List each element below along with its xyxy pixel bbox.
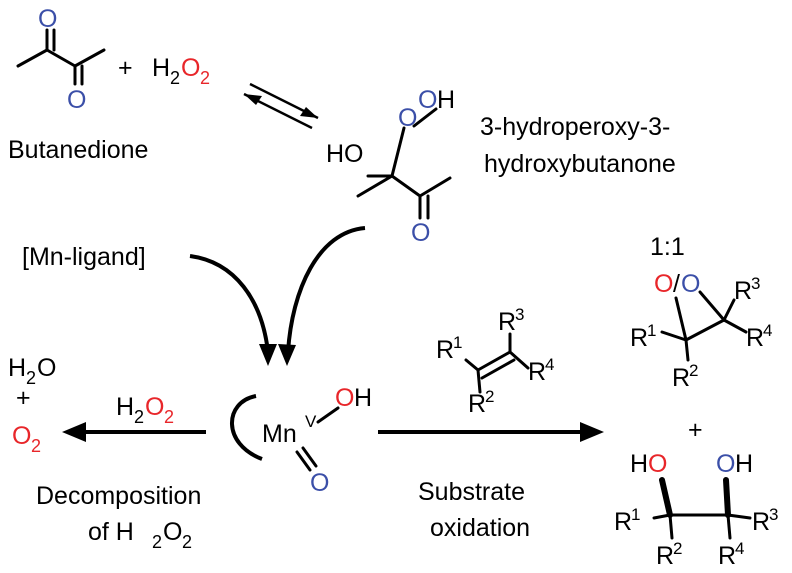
svg-text:2: 2 — [170, 68, 180, 88]
atom-o: O — [418, 86, 437, 114]
svg-text:H: H — [116, 393, 134, 421]
svg-text:O: O — [163, 518, 182, 546]
curved-arrow-from-ligand — [189, 254, 277, 366]
atom-o: O — [398, 104, 417, 132]
mn-oxo-complex: Mn V O H O — [230, 384, 372, 497]
svg-text:2: 2 — [134, 407, 144, 427]
svg-text:R: R — [672, 364, 690, 392]
svg-text:of H: of H — [88, 518, 134, 546]
svg-text:O: O — [681, 270, 700, 298]
epoxide-product: O / O R 3 R 4 R 1 R 2 — [630, 270, 772, 392]
svg-text:2: 2 — [200, 68, 210, 88]
h2o2-over-arrow: H 2 O 2 — [116, 393, 174, 427]
svg-text:H: H — [630, 450, 648, 478]
svg-text:+: + — [16, 384, 31, 412]
svg-text:/: / — [673, 270, 680, 298]
svg-text:4: 4 — [545, 355, 554, 374]
svg-text:2: 2 — [182, 532, 192, 552]
svg-text:1: 1 — [647, 321, 656, 340]
svg-text:3: 3 — [769, 505, 778, 524]
svg-text:2: 2 — [164, 407, 174, 427]
intermediate-name-line2: hydroxybutanone — [484, 150, 676, 178]
atom-o: O — [67, 86, 86, 114]
plus-sign: + — [118, 54, 133, 82]
svg-text:R: R — [630, 324, 648, 352]
curved-arrow-from-intermediate — [278, 226, 366, 366]
svg-text:1: 1 — [631, 505, 640, 524]
svg-text:R: R — [734, 277, 752, 305]
svg-text:4: 4 — [735, 539, 744, 558]
svg-text:2: 2 — [673, 539, 682, 558]
svg-text:H: H — [152, 54, 170, 82]
h2o2-reagent: H 2 O 2 — [152, 54, 210, 88]
products-plus: + — [688, 416, 703, 444]
svg-text:O: O — [12, 422, 31, 450]
butanedione-label: Butanedione — [8, 136, 148, 164]
svg-text:R: R — [752, 508, 770, 536]
decomposition-label-line1: Decomposition — [36, 482, 201, 510]
svg-text:2: 2 — [26, 368, 36, 388]
equilibrium-arrows — [243, 82, 319, 130]
diol-product: H O O H R 1 R 3 R 2 R 4 — [614, 450, 778, 570]
svg-text:R: R — [746, 324, 764, 352]
svg-text:H: H — [735, 450, 753, 478]
svg-text:R: R — [468, 390, 486, 418]
svg-text:2: 2 — [689, 361, 698, 380]
mn-ligand-label: [Mn-ligand] — [22, 243, 146, 271]
svg-text:O: O — [37, 354, 56, 382]
ratio-label: 1:1 — [650, 233, 685, 261]
svg-text:O: O — [181, 54, 200, 82]
svg-text:3: 3 — [515, 305, 524, 324]
svg-text:O: O — [145, 393, 164, 421]
oxidation-state: V — [305, 412, 317, 431]
hydroperoxy-intermediate: O O H HO O — [326, 86, 455, 247]
svg-text:R: R — [528, 358, 546, 386]
substrate-label-line1: Substrate — [418, 478, 525, 506]
atom-o: O — [310, 469, 329, 497]
decomposition-arrow — [62, 422, 206, 442]
svg-text:1: 1 — [453, 333, 462, 352]
atom-mn: Mn — [262, 420, 297, 448]
butanedione-structure: O O — [16, 5, 106, 114]
atom-ho: HO — [326, 140, 364, 168]
svg-text:O: O — [654, 270, 673, 298]
atom-o: O — [335, 384, 354, 412]
svg-text:R: R — [614, 508, 632, 536]
intermediate-name-line1: 3-hydroperoxy-3- — [480, 113, 670, 141]
svg-text:O: O — [716, 450, 735, 478]
alkene-substrate: R 1 R 3 R 4 R 2 — [436, 305, 554, 418]
atom-h: H — [437, 86, 455, 114]
atom-o: O — [411, 219, 430, 247]
svg-text:R: R — [436, 336, 454, 364]
svg-text:R: R — [718, 542, 736, 570]
atom-h: H — [354, 384, 372, 412]
atom-o: O — [38, 5, 57, 33]
svg-text:2: 2 — [152, 532, 162, 552]
svg-text:R: R — [498, 308, 516, 336]
svg-text:2: 2 — [485, 387, 494, 406]
oxidation-arrow — [378, 422, 604, 442]
svg-text:4: 4 — [763, 321, 772, 340]
decomposition-products: H 2 O + O 2 — [8, 354, 56, 456]
svg-text:3: 3 — [751, 274, 760, 293]
svg-text:O: O — [648, 450, 667, 478]
decomposition-label-line2: of H 2 O 2 — [88, 518, 192, 552]
svg-text:H: H — [8, 354, 26, 382]
svg-text:R: R — [656, 542, 674, 570]
svg-text:2: 2 — [31, 436, 41, 456]
substrate-label-line2: oxidation — [430, 514, 530, 542]
